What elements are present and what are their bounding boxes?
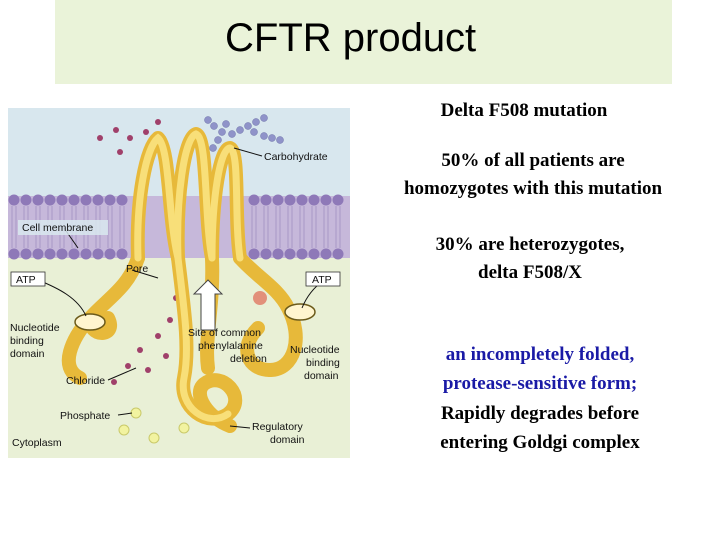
- lipid-head: [56, 248, 68, 260]
- lipid-head: [80, 248, 92, 260]
- lipid-head: [20, 194, 32, 206]
- title-banner: [55, 0, 672, 84]
- lipid-tail: [323, 206, 329, 248]
- label-chloride: Chloride: [66, 375, 105, 387]
- lipid-head: [32, 194, 44, 206]
- atp-binding-site-right: [284, 303, 316, 321]
- label-site-line3: deletion: [230, 353, 267, 365]
- lipid-head: [68, 194, 80, 206]
- label-nbd-left-line3: domain: [10, 348, 45, 360]
- atp-label-box-right: [305, 271, 341, 287]
- lipid-head: [260, 194, 272, 206]
- phosphate-groups: [118, 407, 190, 444]
- heterozygotes-line2: delta F508/X: [478, 262, 582, 283]
- carbohydrate-chains: [204, 114, 284, 152]
- lipid-head: [56, 194, 68, 206]
- lipid-head: [32, 248, 44, 260]
- degrades-line2: entering Goldgi complex: [440, 432, 640, 453]
- heterozygotes-line1: 30% are heterozygotes,: [435, 234, 625, 255]
- deletion-arrow: [192, 279, 224, 331]
- lipid-head: [272, 194, 284, 206]
- lipid-head: [104, 194, 116, 206]
- lipid-head: [248, 194, 260, 206]
- lipid-head: [116, 194, 128, 206]
- lipid-head: [332, 248, 344, 260]
- label-atp-left: ATP: [16, 274, 36, 286]
- label-cell-membrane: Cell membrane: [22, 222, 93, 234]
- label-regulatory-line2: domain: [270, 434, 305, 446]
- label-nbd-left-line1: Nucleotide: [10, 322, 60, 334]
- blue-text-line1: an incompletely folded,: [445, 344, 635, 365]
- lipid-head: [320, 194, 332, 206]
- label-nbd-right-line2: binding: [306, 357, 340, 369]
- lipid-tail: [119, 206, 125, 248]
- lipid-head: [320, 248, 332, 260]
- lipid-head: [260, 248, 272, 260]
- label-pore: Pore: [126, 263, 148, 275]
- cftr-diagram: Carbohydrate Cell membrane ATP ATP Pore …: [8, 108, 350, 458]
- lipid-tail: [287, 206, 293, 248]
- lipid-tail: [11, 206, 17, 248]
- lipid-head: [92, 248, 104, 260]
- lipid-head: [332, 194, 344, 206]
- lipid-head: [20, 248, 32, 260]
- lipid-head: [68, 248, 80, 260]
- lipid-head: [296, 194, 308, 206]
- lipid-head: [116, 248, 128, 260]
- heading-delta-f508: Delta F508 mutation: [440, 100, 608, 121]
- label-nbd-right-line1: Nucleotide: [290, 344, 340, 356]
- atp-label-box-left: [10, 271, 46, 287]
- f508-deletion-marker: [253, 291, 267, 305]
- lipid-head: [308, 248, 320, 260]
- lipid-head: [8, 248, 20, 260]
- lipid-head: [284, 248, 296, 260]
- blue-text-line2: protease-sensitive form;: [442, 373, 638, 394]
- lipid-head: [284, 194, 296, 206]
- label-site-line1: Site of common: [188, 327, 261, 339]
- lipid-head: [80, 194, 92, 206]
- label-cytoplasm: Cytoplasm: [12, 437, 62, 449]
- slide-title: CFTR product: [225, 16, 477, 60]
- lipid-head: [104, 248, 116, 260]
- homozygotes-line2: homozygotes with this mutation: [403, 178, 663, 199]
- lipid-tail: [299, 206, 305, 248]
- cftr-protein-highlight: [134, 130, 244, 423]
- label-nbd-right-line3: domain: [304, 370, 339, 382]
- label-phosphate: Phosphate: [60, 410, 110, 422]
- lipid-head: [272, 248, 284, 260]
- lipid-head: [296, 248, 308, 260]
- lipid-heads: [8, 194, 344, 260]
- label-carbohydrate: Carbohydrate: [264, 151, 328, 163]
- lipid-head: [44, 194, 56, 206]
- lipid-tail: [311, 206, 317, 248]
- lipid-tail: [263, 206, 269, 248]
- lipid-tail: [251, 206, 257, 248]
- lipid-head: [44, 248, 56, 260]
- label-site-line2: phenylalanine: [198, 340, 263, 352]
- lipid-head: [248, 248, 260, 260]
- label-regulatory-line1: Regulatory: [252, 421, 304, 433]
- lipid-head: [92, 194, 104, 206]
- degrades-line1: Rapidly degrades before: [440, 403, 640, 424]
- label-nbd-left-line2: binding: [10, 335, 44, 347]
- homozygotes-line1: 50% of all patients are: [441, 150, 625, 171]
- lipid-head: [308, 194, 320, 206]
- atp-binding-site-left: [74, 313, 106, 331]
- label-atp-right: ATP: [312, 274, 332, 286]
- lipid-head: [8, 194, 20, 206]
- cell-membrane-label-box: [18, 220, 108, 235]
- lipid-tail: [275, 206, 281, 248]
- lipid-tail: [335, 206, 341, 248]
